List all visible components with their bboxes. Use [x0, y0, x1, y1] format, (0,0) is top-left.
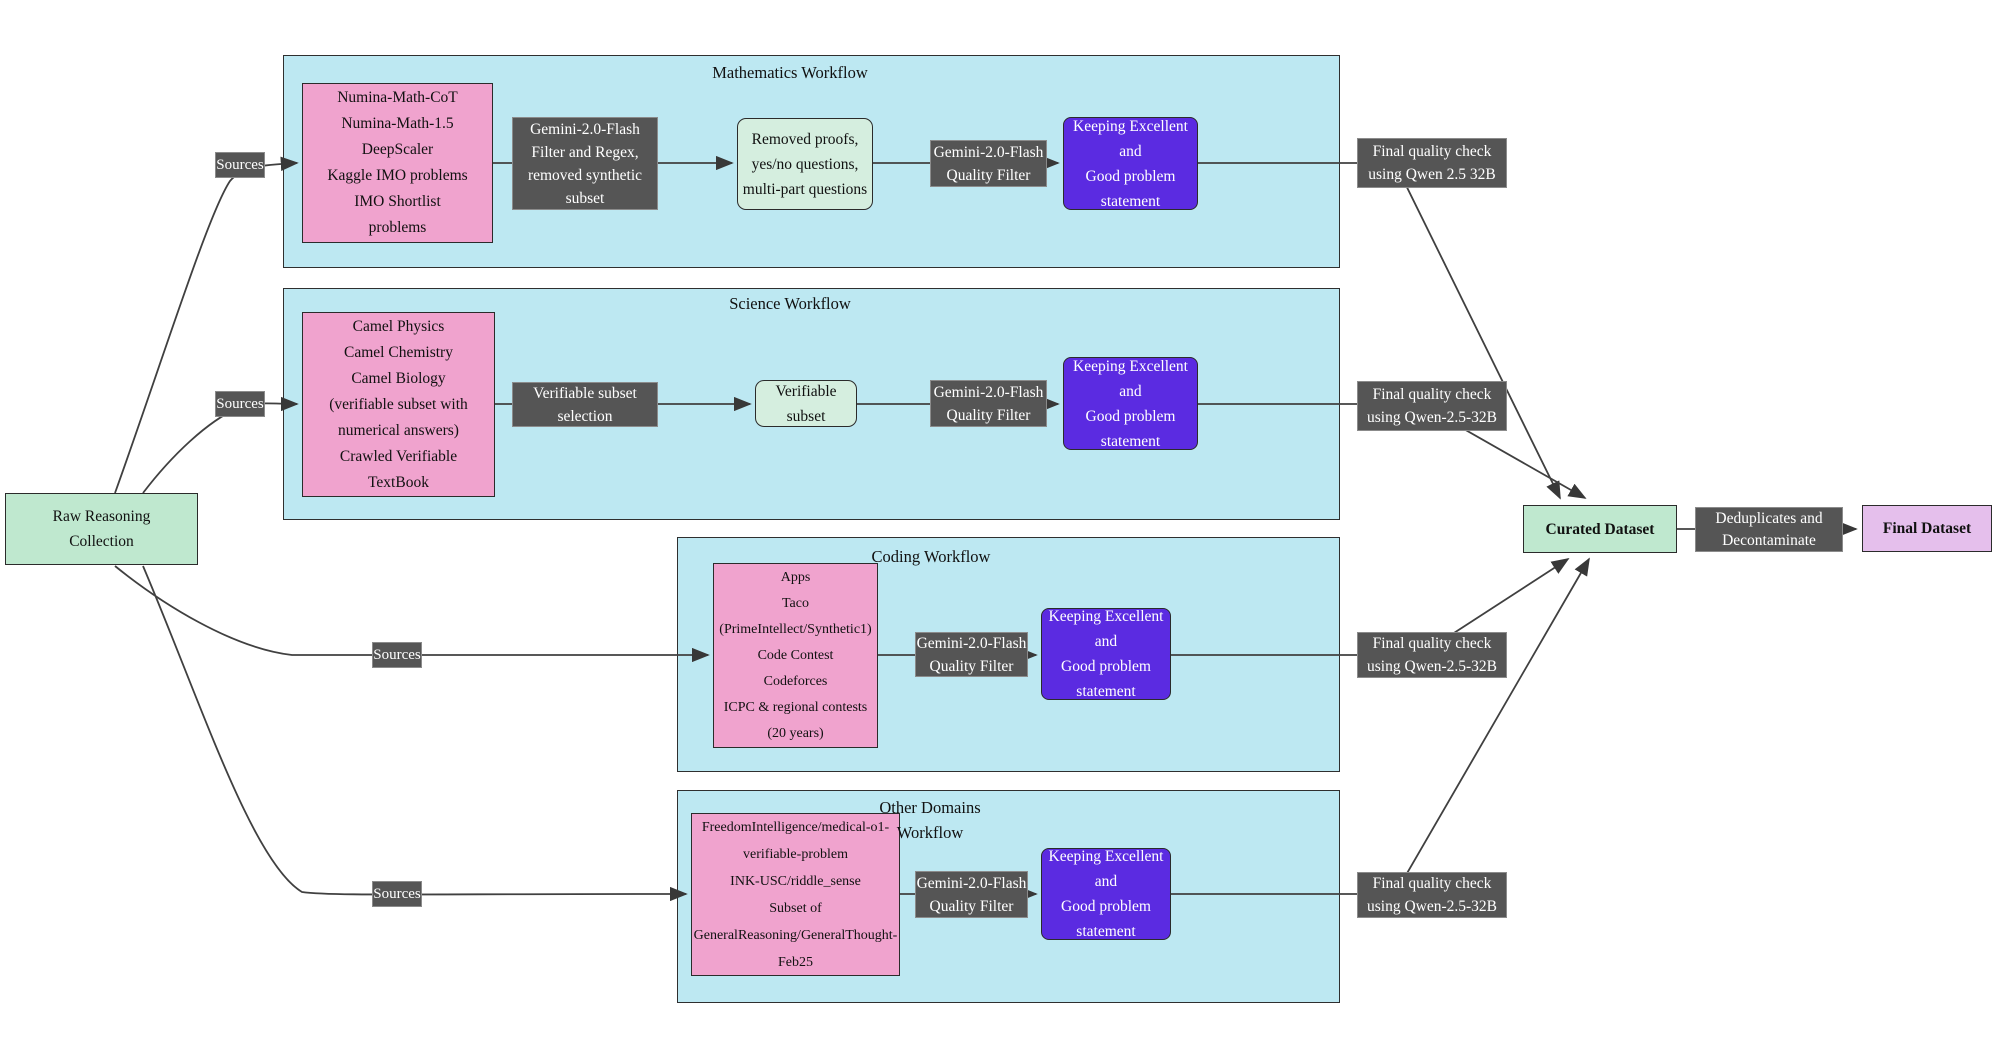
edge-label-deduplicate-decontaminate: Deduplicates and Decontaminate: [1695, 507, 1843, 552]
edge-raw-to-coding-sources: [114, 565, 710, 663]
node-science-keep-excellent: Keeping Excellent and Good problem state…: [1063, 357, 1198, 450]
workflow-title-coding: Coding Workflow: [871, 547, 991, 566]
node-math-datasets: Numina-Math-CoT Numina-Math-1.5 DeepScal…: [302, 83, 493, 243]
edge-label-sources-other: Sources: [372, 881, 422, 907]
edge-label-math-final-check: Final quality check using Qwen 2.5 32B: [1357, 138, 1507, 188]
edge-label-coding-quality-filter: Gemini-2.0-Flash Quality Filter: [915, 632, 1028, 677]
workflow-title-science: Science Workflow: [729, 294, 851, 313]
edge-other-to-curated: [1171, 557, 1590, 895]
node-other-datasets: FreedomIntelligence/medical-o1- verifiab…: [691, 813, 900, 976]
workflow-title-other: Other Domains Workflow: [879, 798, 981, 842]
edge-raw-to-math-sources: [114, 156, 299, 494]
edge-label-math-quality-filter: Gemini-2.0-Flash Quality Filter: [930, 140, 1047, 187]
node-science-verifiable-subset: Verifiable subset: [755, 380, 857, 427]
node-coding-keep-excellent: Keeping Excellent and Good problem state…: [1041, 608, 1171, 700]
edge-math-to-curated: [1198, 162, 1561, 500]
node-other-keep-excellent: Keeping Excellent and Good problem state…: [1041, 848, 1171, 940]
node-raw-reasoning-collection: Raw Reasoning Collection: [5, 493, 198, 565]
node-final-dataset: Final Dataset: [1862, 505, 1992, 552]
edge-label-sources-math: Sources: [215, 152, 265, 178]
edge-label-science-final-check: Final quality check using Qwen-2.5-32B: [1357, 381, 1507, 431]
edge-label-sources-science: Sources: [215, 391, 265, 417]
edge-label-other-final-check: Final quality check using Qwen-2.5-32B: [1357, 872, 1507, 918]
node-coding-datasets: Apps Taco (PrimeIntellect/Synthetic1) Co…: [713, 563, 878, 748]
edge-label-science-quality-filter: Gemini-2.0-Flash Quality Filter: [930, 380, 1047, 427]
node-science-datasets: Camel Physics Camel Chemistry Camel Biol…: [302, 312, 495, 497]
edge-label-math-filter-regex: Gemini-2.0-Flash Filter and Regex, remov…: [512, 117, 658, 210]
node-curated-dataset: Curated Dataset: [1523, 505, 1677, 553]
edge-label-science-subset-selection: Verifiable subset selection: [512, 382, 658, 427]
edge-label-sources-coding: Sources: [372, 642, 422, 668]
edge-label-other-quality-filter: Gemini-2.0-Flash Quality Filter: [915, 871, 1028, 918]
edge-label-coding-final-check: Final quality check using Qwen-2.5-32B: [1357, 632, 1507, 678]
node-math-keep-excellent: Keeping Excellent and Good problem state…: [1063, 117, 1198, 210]
edge-raw-to-other-sources: [142, 565, 688, 902]
workflow-title-mathematics: Mathematics Workflow: [712, 63, 868, 82]
node-math-removed-proofs: Removed proofs, yes/no questions, multi-…: [737, 118, 873, 210]
